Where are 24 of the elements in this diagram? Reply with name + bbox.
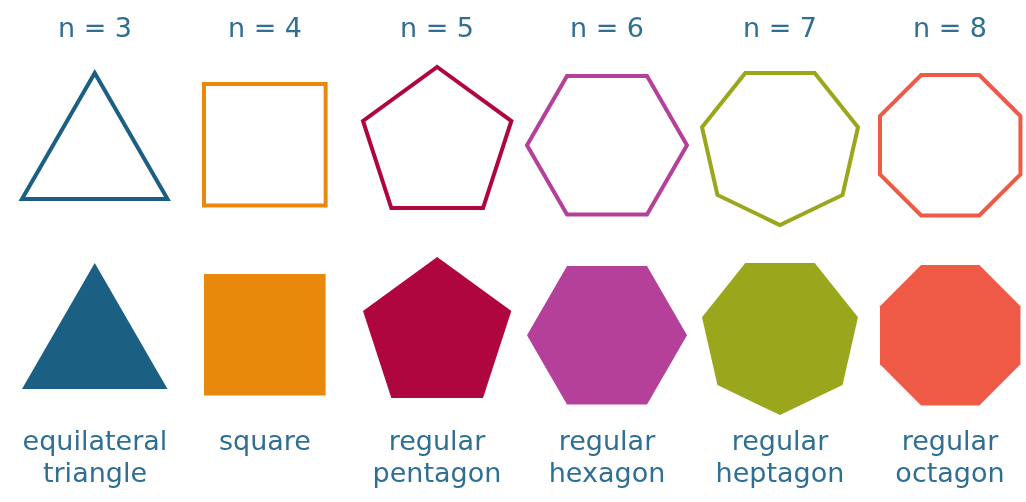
polygon-name-label: regular pentagon [371,425,503,489]
filled-octagon [879,264,1021,406]
filled-hexagon [527,265,687,405]
filled-pentagon [362,257,512,399]
polygon-name-label: regular heptagon [714,425,846,489]
polygon-name-label: equilateral triangle [21,425,169,489]
side-count-label: n = 8 [911,12,989,44]
filled-triangle [22,263,168,389]
side-count-label: n = 7 [741,12,819,44]
filled-square [204,274,326,396]
outlined-octagon [876,71,1024,219]
outlined-triangle [19,70,171,202]
outlined-square [201,81,329,209]
polygon-name-label: square [218,425,312,457]
outlined-pentagon [359,64,515,212]
side-count-label: n = 5 [398,12,476,44]
filled-heptagon [702,262,858,415]
side-count-label: n = 6 [568,12,646,44]
side-count-label: n = 3 [56,12,134,44]
polygon-name-label: regular octagon [894,425,1006,489]
side-count-label: n = 4 [226,12,304,44]
outlined-heptagon [699,69,861,228]
outlined-hexagon [524,72,690,218]
polygon-name-label: regular hexagon [547,425,667,489]
